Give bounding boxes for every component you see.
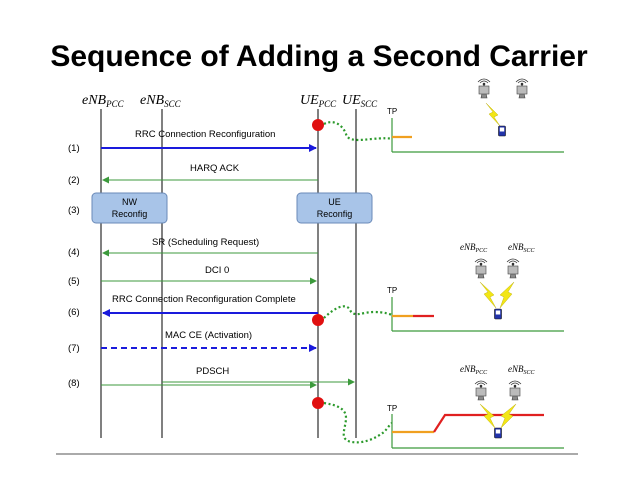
ue-pcc-header: UEPCC	[300, 93, 337, 109]
lightning-icon	[479, 281, 497, 309]
msg-sr-label: SR (Scheduling Request)	[152, 237, 259, 248]
mini-enb-scc-label-2: eNBSCC	[508, 242, 536, 254]
page-title: Sequence of Adding a Second Carrier	[50, 40, 588, 73]
msg-dci0-label: DCI 0	[205, 265, 229, 276]
msg-rrc-complete-label: RRC Connection Reconfiguration Complete	[112, 294, 296, 305]
step-label-2: (2)	[68, 175, 80, 186]
mini-enb-pcc-label-3: eNBPCC	[460, 364, 488, 376]
step-label-8: (8)	[68, 378, 80, 389]
tower-icon	[506, 258, 520, 279]
msg-harq-ack-label: HARQ ACK	[190, 163, 240, 174]
event-dot-2	[312, 314, 324, 326]
cell-illustration-1	[477, 78, 529, 137]
nw-reconfig-box	[91, 192, 168, 224]
msg-rrc-reconfig-label: RRC Connection Reconfiguration	[135, 129, 275, 140]
step-label-1: (1)	[68, 143, 80, 154]
mini-enb-pcc-label-2: eNBPCC	[460, 242, 488, 254]
tp-label-1: TP	[387, 107, 397, 116]
step-label-7: (7)	[68, 343, 80, 354]
ue-reconfig-line1: UE	[328, 197, 341, 207]
msg-pdsch-label: PDSCH	[196, 366, 229, 377]
phone-icon	[494, 427, 502, 439]
phone-icon	[498, 125, 506, 137]
nw-reconfig-line1: NW	[122, 197, 137, 207]
lightning-icon	[485, 102, 501, 127]
enb-scc-header: eNBSCC	[140, 93, 182, 109]
tower-icon	[474, 258, 488, 279]
nw-reconfig-line2: Reconfig	[112, 209, 148, 219]
ue-scc-header: UESCC	[342, 93, 378, 109]
enb-pcc-header: eNBPCC	[82, 93, 125, 109]
step-label-5: (5)	[68, 276, 80, 287]
phone-icon	[494, 308, 502, 320]
lightning-icon	[499, 281, 515, 309]
mini-enb-scc-label-3: eNBSCC	[508, 364, 536, 376]
step-label-6: (6)	[68, 307, 80, 318]
cell-illustration-3: eNBPCC eNBSCC	[460, 364, 536, 439]
msg-mac-ce-label: MAC CE (Activation)	[165, 330, 252, 341]
step-label-4: (4)	[68, 247, 80, 258]
tp-label-3: TP	[387, 404, 397, 413]
tower-icon	[508, 380, 522, 401]
event-dot-1	[312, 119, 324, 131]
tp-label-2: TP	[387, 286, 397, 295]
dotted-connector-3	[323, 401, 393, 444]
dotted-connector-1	[323, 121, 393, 142]
step-label-3: (3)	[68, 205, 80, 216]
tower-icon	[474, 380, 488, 401]
dotted-connector-2	[323, 305, 393, 319]
ue-reconfig-box	[296, 192, 373, 224]
event-dot-3	[312, 397, 324, 409]
tower-icon	[477, 78, 491, 99]
cell-illustration-2: eNBPCC eNBSCC	[460, 242, 536, 320]
ue-reconfig-line2: Reconfig	[317, 209, 353, 219]
tower-icon	[515, 78, 529, 99]
